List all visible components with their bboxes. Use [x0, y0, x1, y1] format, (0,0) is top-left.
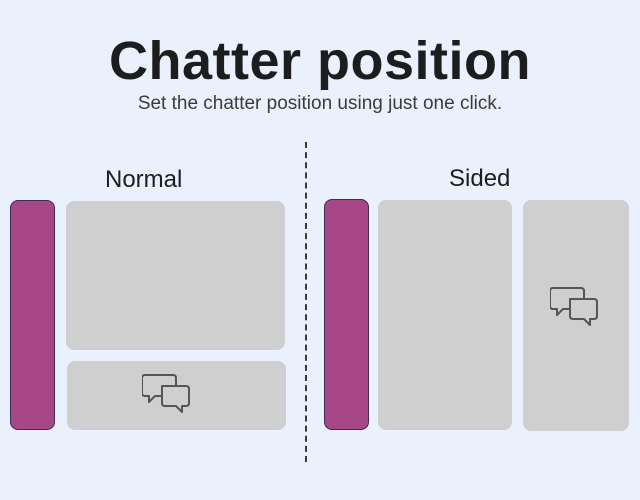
- page-subtitle: Set the chatter position using just one …: [137, 93, 503, 114]
- sided-main-panel: [378, 200, 512, 430]
- sided-chatter-panel: [523, 200, 629, 431]
- normal-label: Normal: [105, 166, 183, 193]
- page-title: Chatter position: [109, 31, 531, 91]
- normal-chatter-panel: [67, 361, 286, 430]
- normal-sidebar: [10, 200, 55, 430]
- chat-bubbles-icon: [142, 373, 192, 413]
- options-divider: [305, 142, 307, 462]
- chat-bubbles-icon: [550, 286, 600, 326]
- sided-sidebar: [324, 199, 369, 430]
- sided-label: Sided: [449, 165, 511, 192]
- normal-main-panel: [66, 201, 285, 350]
